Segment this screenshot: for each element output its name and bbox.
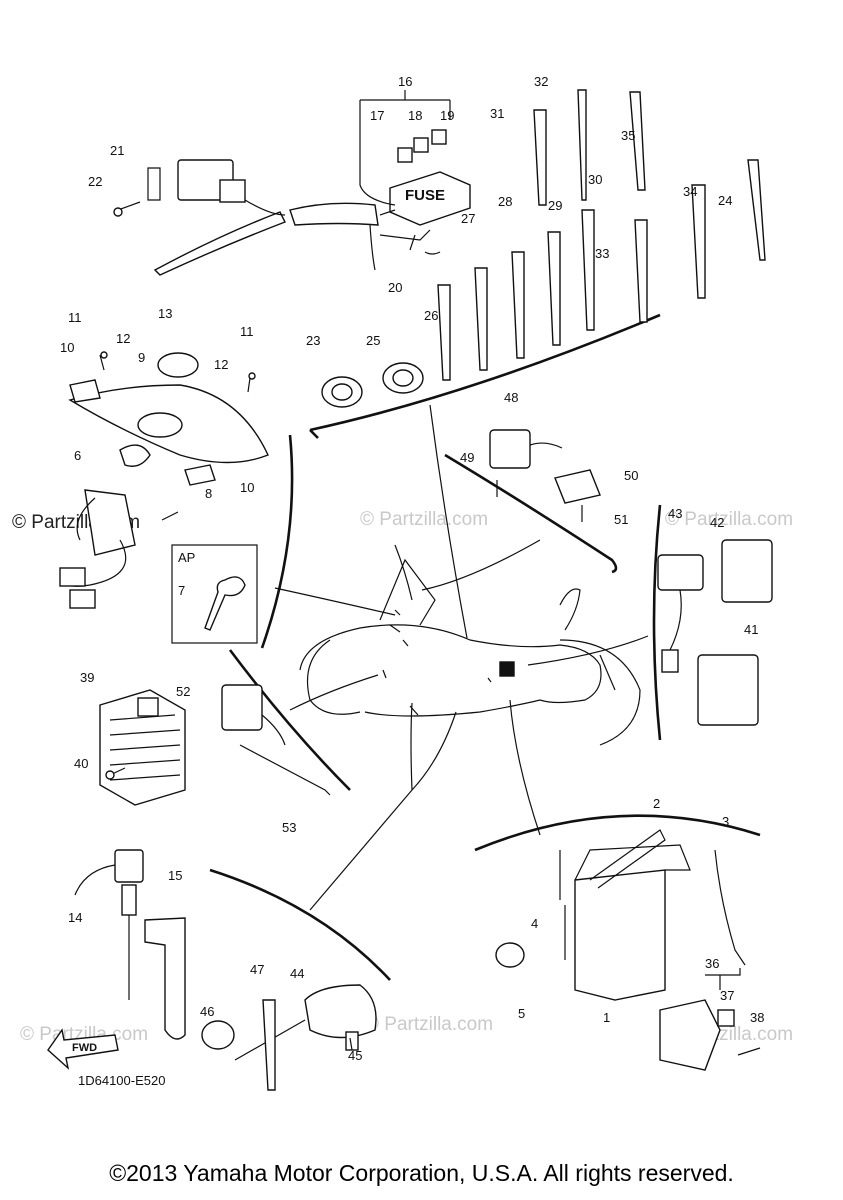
- callout-label-10: 10: [60, 340, 74, 355]
- callout-label-11: 11: [240, 324, 254, 339]
- callout-label-53: 53: [282, 820, 296, 835]
- callout-label-5: 5: [518, 1006, 525, 1021]
- cable-ties: [437, 89, 766, 381]
- callout-label-17: 17: [370, 108, 384, 123]
- callout-label-34: 34: [683, 184, 697, 199]
- callout-label-37: 37: [720, 988, 734, 1003]
- callout-label-41: 41: [744, 622, 758, 637]
- callout-label-12: 12: [214, 357, 228, 372]
- sidestand-switch: [201, 984, 377, 1091]
- callout-label-11: 11: [68, 310, 82, 325]
- fuse-box-label: FUSE: [405, 187, 445, 204]
- sensors: [489, 429, 601, 522]
- watermark-text: © Partzilla.com: [365, 1014, 493, 1035]
- callout-label-30: 30: [588, 172, 602, 187]
- callout-label-45: 45: [348, 1048, 362, 1063]
- callout-label-42: 42: [710, 515, 724, 530]
- sensor-bracket: [74, 849, 186, 1040]
- callout-label-44: 44: [290, 966, 304, 981]
- fwd-arrow: FWD: [47, 1028, 119, 1070]
- callout-label-2: 2: [653, 796, 660, 811]
- callout-label-10: 10: [240, 480, 254, 495]
- callout-label-38: 38: [750, 1010, 764, 1025]
- callout-label-25: 25: [366, 333, 380, 348]
- callout-label-49: 49: [460, 450, 474, 465]
- callout-label-40: 40: [74, 756, 88, 771]
- key-box: AP: [171, 544, 258, 644]
- callout-label-9: 9: [138, 350, 145, 365]
- motorcycle-outline: [299, 544, 641, 746]
- callout-label-1: 1: [603, 1010, 610, 1025]
- callout-label-7: 7: [178, 583, 185, 598]
- callout-label-6: 6: [74, 448, 81, 463]
- diagram-code: 1D64100-E520: [78, 1073, 165, 1088]
- callout-label-13: 13: [158, 306, 172, 321]
- callout-label-52: 52: [176, 684, 190, 699]
- fuse-harness-assembly: FUSE: [147, 90, 471, 276]
- meter-cover-assembly: [59, 352, 269, 609]
- callout-label-14: 14: [68, 910, 82, 925]
- watermark-text: © Partzilla.com: [665, 509, 793, 530]
- callout-label-8: 8: [205, 486, 212, 501]
- callout-label-24: 24: [718, 193, 732, 208]
- callout-label-35: 35: [621, 128, 635, 143]
- callout-label-36: 36: [705, 956, 719, 971]
- callout-label-27: 27: [461, 211, 475, 226]
- relay-52: [221, 684, 331, 796]
- callout-label-26: 26: [424, 308, 438, 323]
- rectifier-regulator: [99, 689, 186, 806]
- callout-label-28: 28: [498, 194, 512, 209]
- bolts: [99, 201, 353, 1051]
- group-boundaries: [209, 313, 761, 981]
- callout-label-20: 20: [388, 280, 402, 295]
- callout-label-51: 51: [614, 512, 628, 527]
- callout-label-12: 12: [116, 331, 130, 346]
- callout-label-47: 47: [250, 962, 264, 977]
- callout-label-39: 39: [80, 670, 94, 685]
- callout-label-32: 32: [534, 74, 548, 89]
- callout-label-22: 22: [88, 174, 102, 189]
- relays: [657, 539, 773, 726]
- callout-label-48: 48: [504, 390, 518, 405]
- battery-assembly: [495, 829, 761, 1071]
- callout-label-21: 21: [110, 143, 124, 158]
- leader-lines: [274, 404, 649, 911]
- callout-label-16: 16: [398, 74, 412, 89]
- fwd-label: FWD: [72, 1042, 97, 1054]
- callout-label-33: 33: [595, 246, 609, 261]
- callout-label-3: 3: [722, 814, 729, 829]
- callout-label-43: 43: [668, 506, 682, 521]
- callout-label-46: 46: [200, 1004, 214, 1019]
- copyright-notice: ©2013 Yamaha Motor Corporation, U.S.A. A…: [109, 1160, 734, 1186]
- callout-label-23: 23: [306, 333, 320, 348]
- callout-label-31: 31: [490, 106, 504, 121]
- callout-label-19: 19: [440, 108, 454, 123]
- clamps: [321, 362, 424, 408]
- callout-label-15: 15: [168, 868, 182, 883]
- callout-label-4: 4: [531, 916, 538, 931]
- callout-label-50: 50: [624, 468, 638, 483]
- callout-label-29: 29: [548, 198, 562, 213]
- callout-label-18: 18: [408, 108, 422, 123]
- key-box-label: AP: [178, 550, 195, 565]
- watermark-text: © Partzilla.com: [360, 509, 488, 530]
